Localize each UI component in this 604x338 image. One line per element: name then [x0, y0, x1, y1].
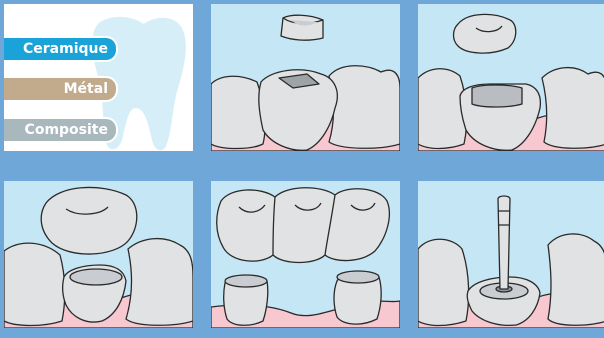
crown-cap — [41, 187, 137, 254]
right-tooth — [126, 239, 193, 326]
inlay-restoration-icon — [211, 4, 400, 151]
bridge-panel — [211, 181, 400, 328]
legend-ceramique: Ceramique — [4, 36, 118, 62]
dental-bridge-icon — [211, 181, 400, 328]
onlay-panel — [418, 4, 604, 151]
left-tooth — [418, 239, 469, 325]
root-post-icon — [418, 181, 604, 328]
legend-composite: Composite — [4, 117, 118, 143]
post-panel — [418, 181, 604, 328]
left-tooth — [418, 69, 467, 149]
single-crown-icon — [4, 181, 193, 328]
right-tooth — [548, 234, 604, 325]
left-tooth — [4, 243, 65, 325]
legend-metal: Métal — [4, 76, 118, 102]
onlay-crown — [454, 14, 516, 53]
onlay-base — [472, 85, 522, 107]
bridge-piece — [217, 188, 390, 263]
crown-panel — [4, 181, 193, 328]
post — [498, 196, 510, 289]
onlay-crown-icon — [418, 4, 604, 151]
inlay-piece — [281, 15, 323, 40]
right-tooth — [329, 66, 400, 149]
left-tooth — [211, 76, 265, 148]
right-tooth — [542, 68, 604, 149]
legend-panel: Ceramique Métal Composite — [4, 4, 193, 151]
inlay-panel — [211, 4, 400, 151]
